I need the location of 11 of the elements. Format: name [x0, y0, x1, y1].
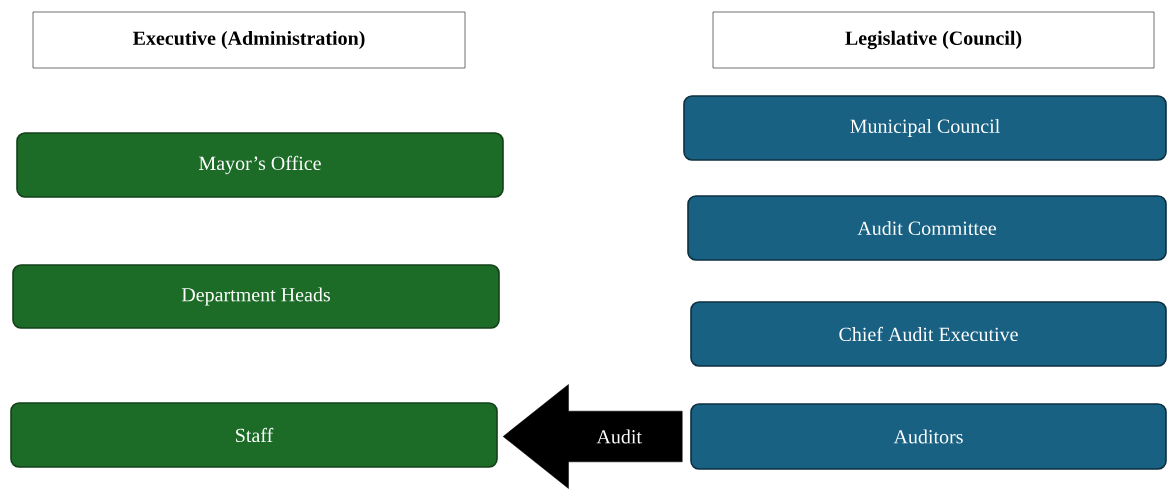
process-box: Auditors	[690, 403, 1167, 470]
process-box: Department Heads	[12, 264, 500, 329]
text-box: Executive (Administration)	[32, 11, 466, 69]
process-box: Chief Audit Executive	[690, 301, 1167, 367]
process-box: Mayor’s Office	[16, 132, 504, 198]
edge-label: Audit	[596, 429, 642, 444]
process-box: Municipal Council	[683, 95, 1167, 161]
process-box: Audit Committee	[687, 195, 1167, 261]
text-box: Legislative (Council)	[712, 11, 1155, 69]
block-arrow	[502, 384, 683, 489]
process-box: Staff	[10, 402, 498, 468]
